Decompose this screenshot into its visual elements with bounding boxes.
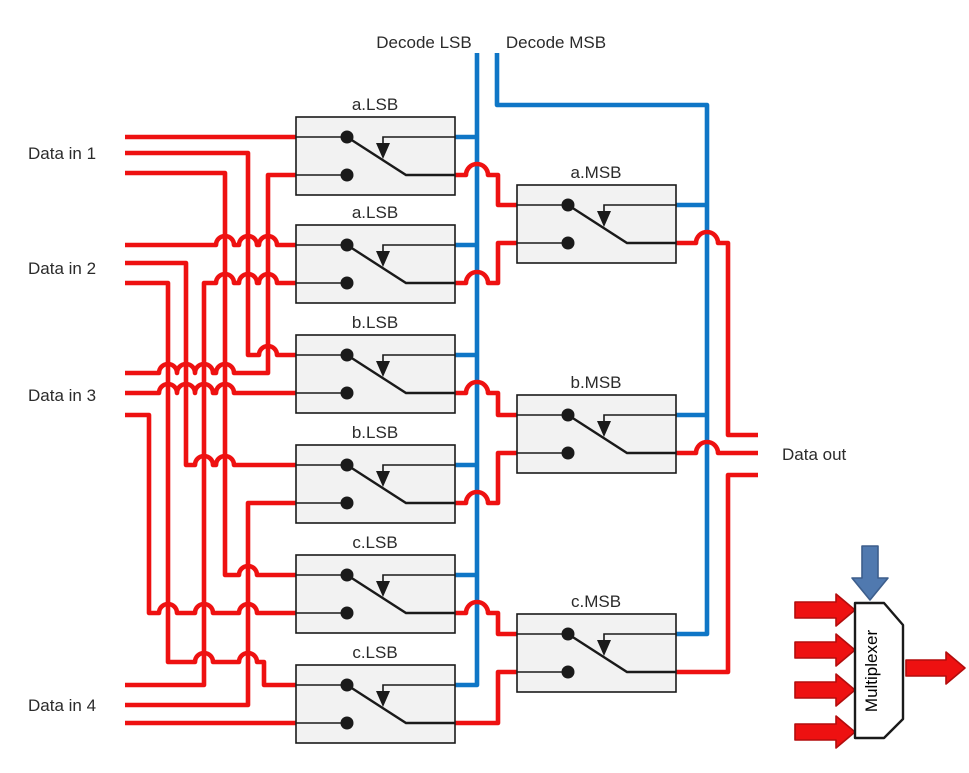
decode-msb-label: Decode MSB: [506, 33, 606, 52]
wire-lsb3-out: [455, 379, 517, 418]
switch-label: a.MSB: [570, 163, 621, 182]
wire-msb-a-out: [676, 229, 758, 438]
input-arrow-icon: [794, 593, 856, 627]
labels: Decode LSB Decode MSB Data in 1 Data in …: [28, 33, 847, 715]
data-in-1-label: Data in 1: [28, 144, 96, 163]
data-in-4-label: Data in 4: [28, 696, 96, 715]
output-arrow-icon: [905, 651, 966, 685]
switch-label: a.LSB: [352, 203, 398, 222]
decode-lsb-label: Decode LSB: [376, 33, 471, 52]
decode-msb-wire: [494, 53, 710, 637]
switch-label: b.LSB: [352, 423, 398, 442]
wire-in3-c: [125, 412, 296, 616]
wire-in4-b: [125, 500, 296, 708]
switch-label: c.LSB: [352, 533, 397, 552]
wire-in4-a: [125, 271, 296, 688]
switch-c-lsb-1: c.LSB: [294, 533, 457, 635]
switch-label: b.LSB: [352, 313, 398, 332]
switch-a-lsb-2: a.LSB: [294, 203, 457, 305]
switch-label: c.LSB: [352, 643, 397, 662]
wire-in2-a: [125, 233, 296, 248]
wire-in1-c: [125, 170, 296, 578]
input-arrow-icon: [794, 715, 856, 749]
switch-label: b.MSB: [570, 373, 621, 392]
wire-in3-b: [125, 381, 296, 396]
wire-in1-b: [125, 150, 296, 358]
decode-msb-stubs: [676, 202, 707, 418]
multiplexer-legend: Multiplexer: [794, 545, 966, 749]
multiplexer-symbol: [853, 601, 905, 740]
decode-wires: [455, 53, 710, 688]
wire-lsb6-out: [455, 669, 517, 726]
input-arrow-icon: [794, 633, 856, 667]
switch-c-lsb-2: c.LSB: [294, 643, 457, 745]
switch-a-lsb-1: a.LSB: [294, 95, 457, 197]
switch-c-msb: c.MSB: [515, 592, 678, 694]
wire-lsb2-out: [455, 240, 517, 286]
wire-in3-a: [125, 172, 296, 376]
data-wires: [125, 134, 296, 726]
switch-a-msb: a.MSB: [515, 163, 678, 265]
msb-switch-column: a.MSB b.MSB c.MSB: [515, 163, 678, 694]
input-arrow-icon: [794, 673, 856, 707]
lsb-switch-column: a.LSB a.LSB b.LSB b.LSB c.LSB c.LSB: [294, 95, 457, 745]
data-out-label: Data out: [782, 445, 847, 464]
wire-lsb4-out: [455, 450, 517, 506]
switch-b-msb: b.MSB: [515, 373, 678, 475]
multiplexer-label: Multiplexer: [862, 630, 881, 713]
data-in-3-label: Data in 3: [28, 386, 96, 405]
wire-in2-c: [125, 280, 296, 688]
wire-lsb1-out: [455, 161, 517, 208]
decode-lsb-wire: [455, 53, 480, 688]
switch-label: c.MSB: [571, 592, 621, 611]
switch-b-lsb-2: b.LSB: [294, 423, 457, 525]
data-in-2-label: Data in 2: [28, 259, 96, 278]
switch-b-lsb-1: b.LSB: [294, 313, 457, 415]
decode-lsb-stubs: [455, 134, 477, 578]
wire-msb-c-out: [676, 472, 758, 675]
wire-lsb5-out: [455, 599, 517, 637]
wire-in2-b: [125, 260, 296, 468]
output-wires: [676, 229, 758, 675]
select-down-arrow-icon: [851, 545, 889, 601]
wire-msb-b-out: [676, 439, 758, 456]
switch-label: a.LSB: [352, 95, 398, 114]
stage-link-wires: [455, 161, 517, 726]
